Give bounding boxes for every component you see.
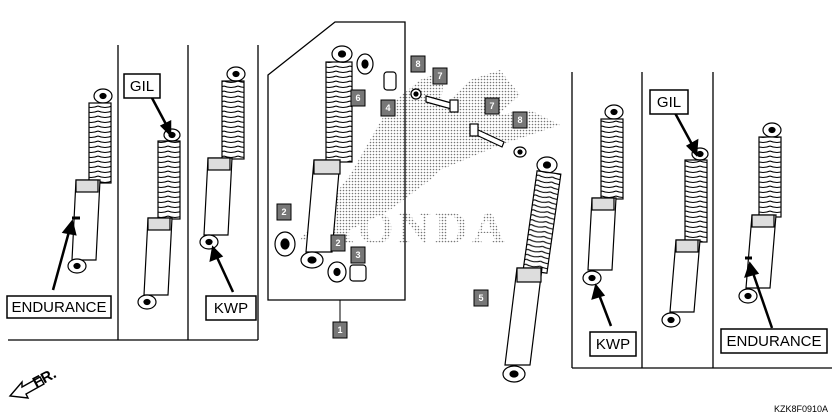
part-tag-5: 5 [478,293,483,303]
label-endurance-left: ENDURANCE [11,299,106,316]
part-tag-8b: 8 [517,115,522,125]
bolts-and-washers [410,88,527,158]
front-arrow-icon [8,376,45,399]
shock-absorber-main [300,45,353,269]
front-direction-indicator: FR. [8,365,59,399]
label-endurance-right: ENDURANCE [726,333,821,350]
shock-absorber-endurance-left [67,88,113,274]
part-tag-1: 1 [337,325,342,335]
part-tag-7a: 7 [437,71,442,81]
part-tag-6: 6 [355,93,360,103]
part-tag-2b: 2 [335,238,340,248]
bushing-parts [274,53,397,283]
shock-absorber-part5 [502,156,562,383]
part-tag-2a: 2 [281,207,286,217]
shock-absorber-endurance-right [738,122,782,304]
honda-brand-watermark: HONDA [318,202,509,253]
diagram-code: KZK8F0910A [774,404,828,414]
part-number-tags: 1 2 2 3 4 5 6 7 7 8 8 [276,55,528,339]
part-tag-7b: 7 [489,101,494,111]
shock-absorber-gil-left [137,128,181,310]
panel-frames [8,21,832,369]
part-tag-3: 3 [355,250,360,260]
part-tag-8a: 8 [415,59,420,69]
label-gil-right: GIL [657,94,681,111]
callout-arrows [51,97,774,329]
label-kwp-right: KWP [596,336,630,353]
shock-absorber-kwp-left [199,66,246,250]
label-gil-left: GIL [130,78,154,95]
shock-absorber-gil-right [661,147,709,328]
part-tag-4: 4 [385,103,390,113]
shock-absorber-kwp-right [582,104,624,286]
label-kwp-left: KWP [214,300,248,317]
variant-callouts: ENDURANCE GIL KWP GIL KWP ENDURANCE [6,73,828,357]
